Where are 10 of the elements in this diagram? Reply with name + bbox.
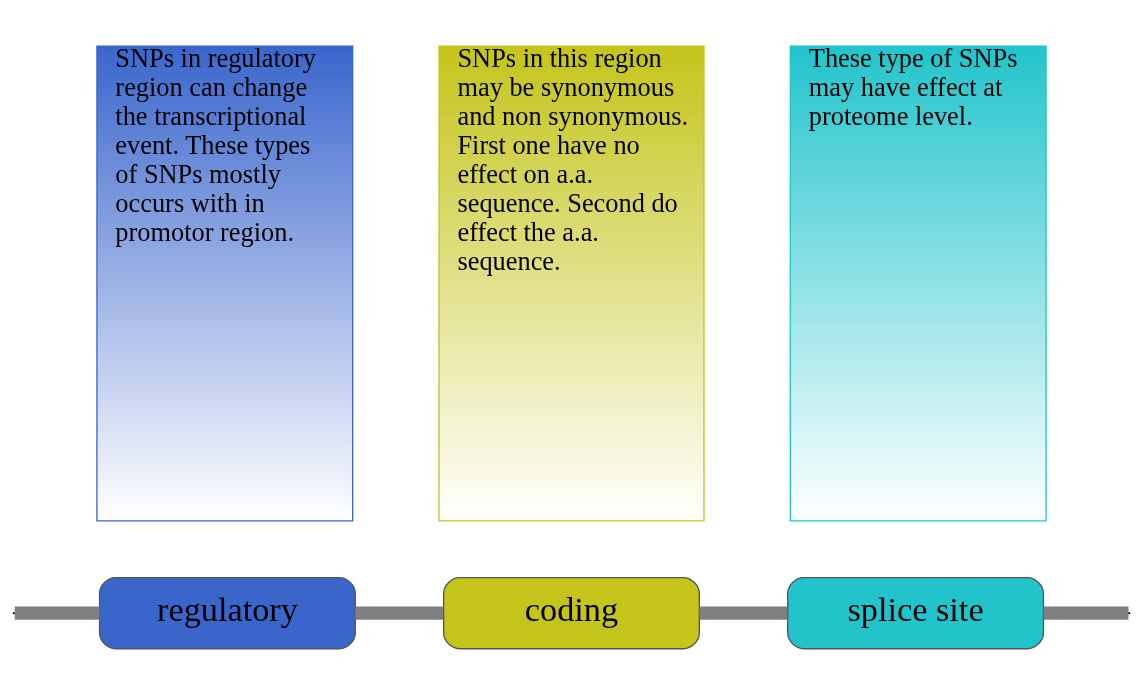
connector [355, 606, 444, 620]
node-box: coding [442, 576, 701, 649]
node-box: SNPs in this region may be synonymous and non synonymous. First one have no effect on a.a. sequence. Second do effect the a.a. sequence. [438, 45, 705, 521]
node-box: regulatory [98, 576, 356, 649]
connector [14, 606, 100, 620]
node-box: SNPs in regulatory region can change the transcriptional event. These types of SNPs mostly occurs with in promotor region. [96, 45, 354, 521]
connector [699, 606, 788, 620]
node-box: These type of SNPs may have effect at proteome level. [789, 45, 1047, 521]
connector [1043, 606, 1129, 620]
node-box: splice site [787, 576, 1045, 649]
